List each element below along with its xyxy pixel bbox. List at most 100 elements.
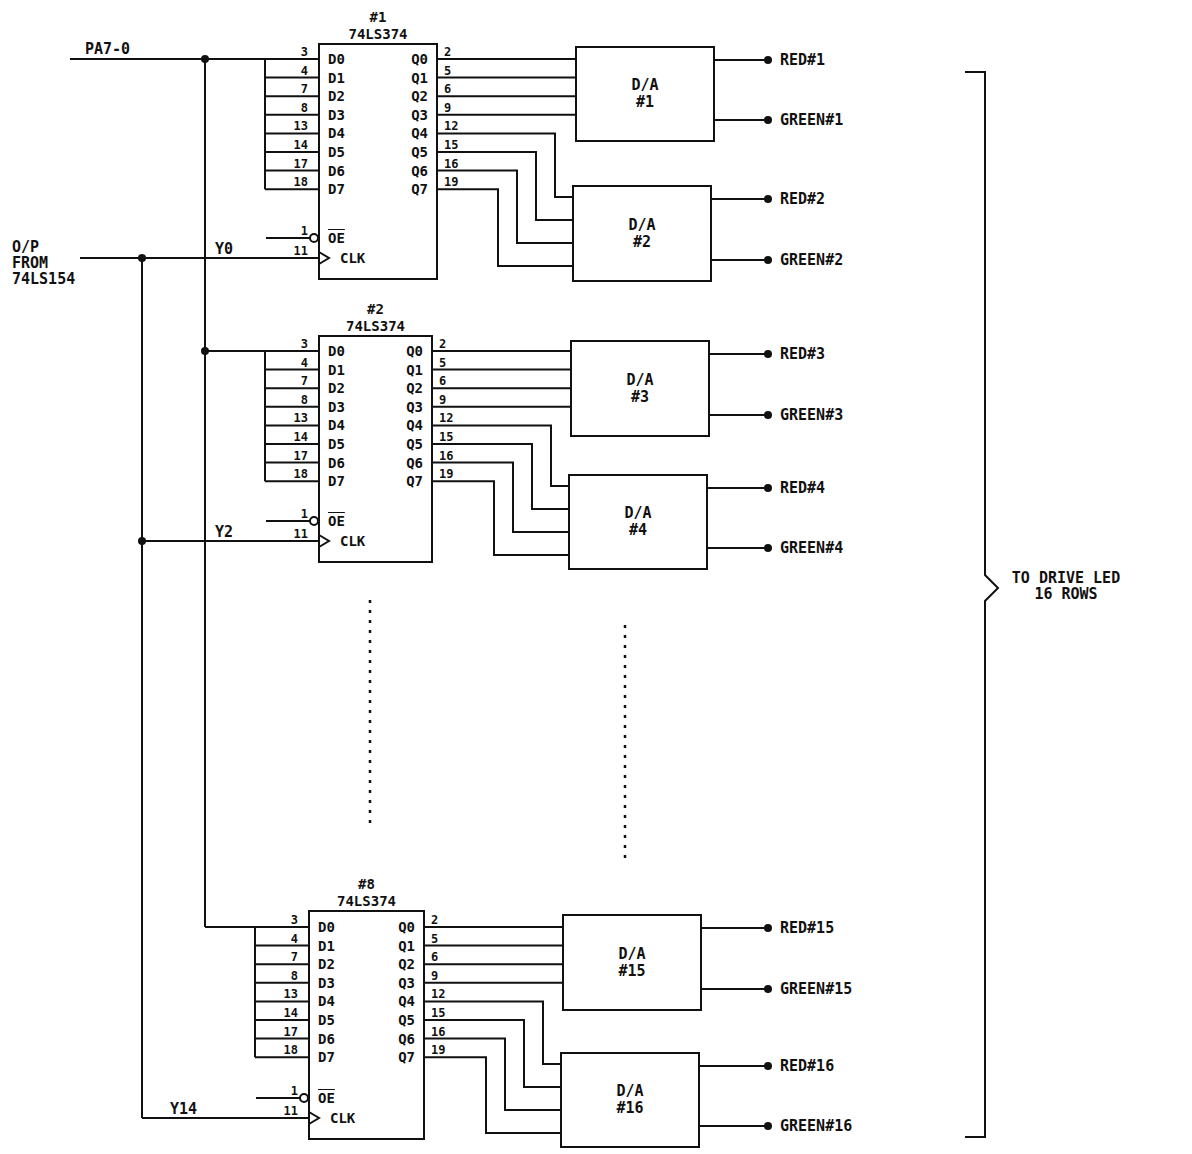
signal-name: O/P FROM 74LS154: [12, 239, 84, 287]
pin-number: 3: [301, 45, 308, 59]
output-name: GREEN#4: [780, 540, 843, 556]
pin-name: OE: [328, 230, 345, 246]
junction-dot: [764, 56, 772, 64]
pin-number: 16: [444, 157, 458, 171]
wire: [141, 258, 143, 1118]
pin-name: Q0: [411, 51, 428, 67]
chip-type: 74LS374: [320, 318, 431, 334]
pin-name: Q0: [398, 919, 415, 935]
pin-name: Q5: [398, 1012, 415, 1028]
pin-name: Q1: [398, 938, 415, 954]
wire: [265, 462, 318, 464]
pin-number: 16: [439, 449, 453, 463]
pin-name: Q2: [406, 380, 423, 396]
pin-number: 2: [444, 45, 451, 59]
pin-number: 19: [444, 175, 458, 189]
pin-number: 15: [431, 1006, 445, 1020]
wire: [142, 257, 318, 259]
wire: [265, 151, 318, 153]
junction-dot: [764, 116, 772, 124]
wire: [265, 132, 318, 134]
pin-name: Q5: [406, 436, 423, 452]
pin-number: 13: [284, 987, 298, 1001]
pin-name: Q3: [398, 975, 415, 991]
output-wire: [700, 1125, 768, 1127]
output-name: GREEN#15: [780, 981, 852, 997]
pin-name: Q5: [411, 144, 428, 160]
pin-number: 7: [301, 374, 308, 388]
dac-name: D/A #2: [615, 217, 669, 251]
pin-number: 14: [284, 1006, 298, 1020]
wire: [255, 926, 308, 928]
wire: [255, 945, 308, 947]
output-wire: [700, 1065, 768, 1067]
data-bus-wires: [425, 927, 562, 983]
wire: [142, 540, 318, 542]
pin-number: 19: [431, 1043, 445, 1057]
signal-name: Y0: [215, 241, 233, 257]
pin-name: Q6: [411, 163, 428, 179]
wire: [265, 443, 318, 445]
pin-number: 9: [439, 393, 446, 407]
pin-name: Q6: [398, 1031, 415, 1047]
dac-name: D/A #3: [613, 372, 667, 406]
wire: [255, 1056, 308, 1058]
wire: [255, 1038, 308, 1040]
pin-name: D4: [328, 417, 345, 433]
pin-name: D3: [318, 975, 335, 991]
wire: [255, 963, 308, 965]
output-wire: [710, 353, 768, 355]
dac-box: D/A #1: [575, 46, 715, 142]
data-bus-wires: [425, 1001, 560, 1133]
dac-name: D/A #16: [603, 1083, 657, 1117]
output-name: GREEN#16: [780, 1118, 852, 1134]
chip-number: #2: [320, 301, 431, 317]
pin-name: Q3: [411, 107, 428, 123]
wire: [265, 188, 318, 190]
latch-chip: #174LS374D0D1D2D3D4D5D6D7Q0Q1Q2Q3Q4Q5Q6Q…: [318, 43, 438, 280]
wire: [205, 926, 255, 928]
dac-name: D/A #1: [618, 77, 672, 111]
pin-name: D6: [328, 455, 345, 471]
wire: [255, 1019, 308, 1021]
pin-name: D7: [328, 181, 345, 197]
pin-name: Q2: [398, 956, 415, 972]
wire: [80, 257, 142, 259]
pin-name: D0: [328, 343, 345, 359]
pin-number: 3: [291, 913, 298, 927]
pin-name: CLK: [340, 250, 365, 266]
latch-chip: #274LS374D0D1D2D3D4D5D6D7Q0Q1Q2Q3Q4Q5Q6Q…: [318, 335, 433, 563]
pin-number: 2: [431, 913, 438, 927]
chip-type: 74LS374: [320, 26, 436, 42]
pin-name: D1: [318, 938, 335, 954]
pin-number: 1: [301, 224, 308, 238]
junction-dot: [764, 195, 772, 203]
clock-symbol: [319, 252, 329, 264]
junction-dot: [764, 924, 772, 932]
dac-box: D/A #4: [568, 474, 708, 570]
pin-name: D7: [328, 473, 345, 489]
output-wire: [715, 59, 768, 61]
pin-name: D1: [328, 362, 345, 378]
pin-number: 11: [284, 1104, 298, 1118]
output-name: RED#2: [780, 191, 825, 207]
pin-name: Q4: [411, 125, 428, 141]
continuation-dots: [369, 600, 372, 830]
pin-name: D2: [318, 956, 335, 972]
wire: [265, 77, 318, 79]
dac-name: D/A #4: [611, 505, 665, 539]
output-name: RED#1: [780, 52, 825, 68]
pin-number: 5: [444, 64, 451, 78]
junction-dot: [764, 256, 772, 264]
wire: [265, 424, 318, 426]
wire: [265, 369, 318, 371]
pin-name: D2: [328, 88, 345, 104]
pin-name: OE: [318, 1090, 335, 1106]
dac-box: D/A #16: [560, 1052, 700, 1148]
wire: [255, 982, 308, 984]
pin-number: 11: [294, 527, 308, 541]
pin-number: 17: [284, 1025, 298, 1039]
output-wire: [708, 487, 768, 489]
dac-box: D/A #3: [570, 340, 710, 437]
